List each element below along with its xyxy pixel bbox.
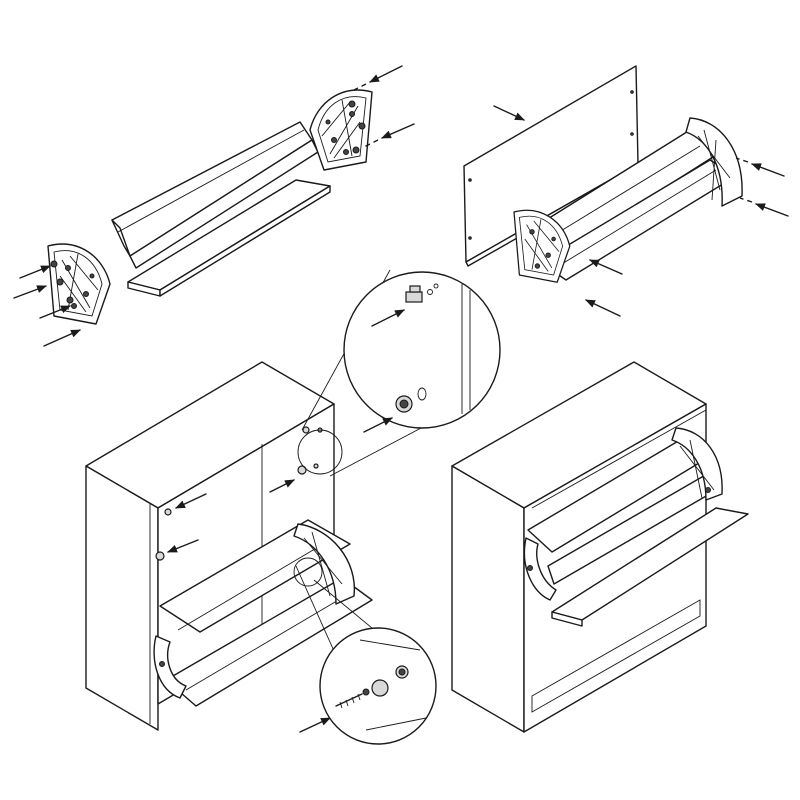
arrow-icon — [493, 105, 525, 121]
bottom-shelf-board — [127, 179, 331, 297]
arrow-icon — [585, 299, 621, 317]
arrow-icon — [167, 539, 199, 553]
arrow-icon — [39, 305, 71, 319]
step-3-group — [85, 269, 501, 745]
arrow-icon — [381, 123, 415, 139]
installed-flap — [153, 519, 373, 707]
dowel-icon — [405, 283, 439, 303]
cam-lock-icon — [395, 387, 427, 413]
screw-icon — [335, 688, 370, 709]
arrow-icon — [755, 203, 789, 217]
detail-callout-screw — [293, 557, 437, 745]
flap-assembly — [513, 117, 743, 283]
open-flap-upper — [523, 427, 749, 627]
arrow-icon — [19, 265, 51, 279]
arrow-icon — [371, 309, 405, 327]
left-hinge-bracket — [47, 243, 111, 325]
step-4-group — [451, 361, 749, 733]
arrow-icon — [13, 285, 47, 299]
arrow-icon — [269, 479, 295, 493]
arrow-icon — [589, 259, 623, 275]
arrow-icon — [175, 493, 207, 509]
arrow-icon — [43, 329, 81, 347]
flap-board — [111, 121, 319, 269]
step-2-group — [463, 65, 789, 317]
step-1-group — [13, 65, 415, 347]
arrow-icon — [751, 163, 785, 177]
arrow-icon — [363, 417, 393, 433]
arrow-icon — [369, 65, 403, 83]
right-hinge-bracket — [309, 89, 373, 171]
detail-callout-hardware — [297, 269, 501, 477]
arrow-icon — [299, 717, 331, 733]
